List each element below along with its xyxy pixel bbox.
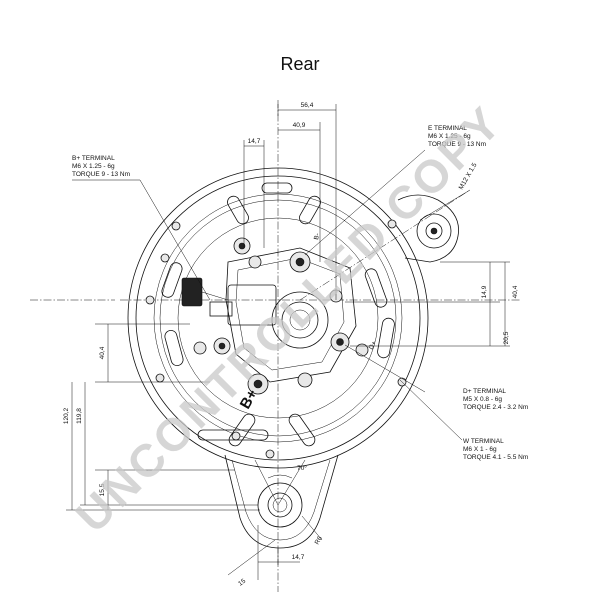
dim-14-7-bottom: 14,7 (292, 554, 305, 561)
dim-15: 15 (237, 578, 247, 588)
w-terminal-callout: W TERMINAL M6 X 1 - 6g TORQUE 4.1 - 5.5 … (463, 438, 528, 461)
svg-text:M5 X 0.8 - 6g: M5 X 0.8 - 6g (463, 396, 502, 403)
top-dimensions (243, 104, 337, 300)
e-stamp: B- (313, 233, 321, 241)
svg-text:M6 X 1.25 - 6g: M6 X 1.25 - 6g (72, 163, 115, 170)
terminal-studs (193, 237, 369, 395)
svg-text:TORQUE 9 - 13 Nm: TORQUE 9 - 13 Nm (72, 171, 130, 178)
dim-15-5: 15,5 (99, 483, 106, 496)
b-plus-terminal-callout: B+ TERMINAL M6 X 1.25 - 6g TORQUE 9 - 13… (72, 155, 130, 178)
right-dimensions (345, 261, 510, 347)
left-dimensions (66, 323, 260, 511)
dim-56-4: 56,4 (301, 102, 314, 109)
dim-120-2: 120,2 (63, 407, 70, 424)
dim-40-4-left: 40,4 (99, 346, 106, 359)
d-plus-stamp: D+ (368, 340, 378, 351)
svg-text:E TERMINAL: E TERMINAL (428, 125, 467, 132)
svg-text:W TERMINAL: W TERMINAL (463, 438, 504, 445)
drawing-title: Rear (280, 54, 319, 74)
d-plus-terminal-callout: D+ TERMINAL M5 X 0.8 - 6g TORQUE 2.4 - 3… (463, 388, 528, 411)
dim-40-9: 40,9 (293, 122, 306, 129)
vent-slots (161, 182, 395, 447)
alternator-housing (127, 167, 459, 549)
dim-14-7-top: 14,7 (248, 138, 261, 145)
callout-leaders (72, 149, 471, 441)
bottom-dimensions (227, 459, 323, 580)
dim-r6: R6 (314, 535, 324, 546)
svg-text:TORQUE 2.4 - 3.2 Nm: TORQUE 2.4 - 3.2 Nm (463, 404, 528, 411)
svg-text:B+ TERMINAL: B+ TERMINAL (72, 155, 115, 162)
dim-70deg: 70° (297, 464, 307, 472)
svg-text:TORQUE 4.1 - 5.5 Nm: TORQUE 4.1 - 5.5 Nm (463, 454, 528, 461)
dim-40-4-right: 40,4 (512, 285, 519, 298)
svg-text:M6 X 1.25 - 6g: M6 X 1.25 - 6g (428, 133, 471, 140)
svg-text:M6 X 1 - 6g: M6 X 1 - 6g (463, 446, 497, 453)
e-terminal-callout: E TERMINAL M6 X 1.25 - 6g TORQUE 9 - 13 … (428, 125, 486, 148)
svg-text:TORQUE 9 - 13 Nm: TORQUE 9 - 13 Nm (428, 141, 486, 148)
uncontrolled-copy-watermark: UNCONTROLLED COPY (65, 95, 512, 542)
dim-14-9: 14,9 (481, 285, 488, 298)
dim-119-8: 119,8 (76, 408, 83, 424)
svg-text:D+ TERMINAL: D+ TERMINAL (463, 388, 506, 395)
regulator-assembly (181, 247, 357, 383)
dim-20-5: 20,5 (503, 331, 510, 344)
